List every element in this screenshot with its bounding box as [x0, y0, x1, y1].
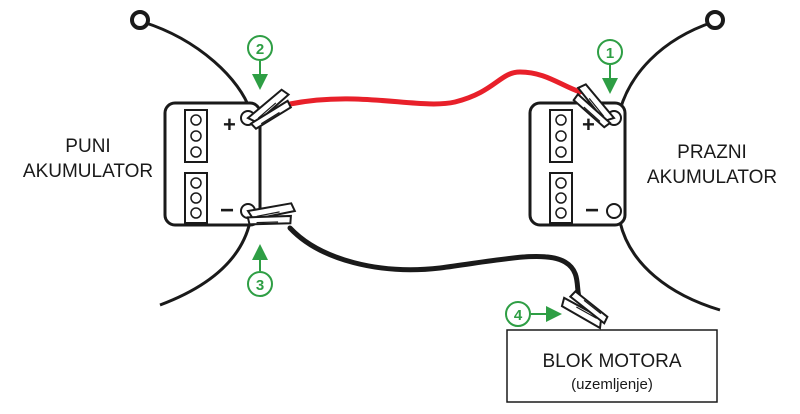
step-1-number: 1 — [606, 45, 614, 62]
full-battery: + − — [163, 101, 262, 227]
empty-battery-label-2: AKUMULATOR — [647, 167, 777, 188]
bottom-left-cable — [159, 221, 252, 307]
red-positive-cable — [287, 69, 583, 107]
empty-minus-sign: − — [585, 197, 599, 224]
black-negative-cable — [287, 225, 583, 303]
full-plus-sign: + — [223, 112, 236, 137]
step-4: 4 — [505, 301, 562, 327]
top-right-cable — [618, 20, 714, 111]
full-minus-sign: − — [220, 197, 234, 224]
bottom-right-cable — [618, 221, 721, 312]
empty-minus-terminal — [606, 203, 622, 219]
step-2: 2 — [247, 35, 273, 90]
step-2-number: 2 — [256, 41, 264, 58]
full-battery-label-2: AKUMULATOR — [23, 161, 153, 182]
step-3-number: 3 — [256, 277, 264, 294]
step-1: 1 — [597, 39, 623, 94]
empty-battery: + − — [528, 101, 627, 227]
engine-block-label: BLOK MOTORA — [542, 351, 681, 372]
decorative-cables — [142, 20, 721, 312]
step-4-number: 4 — [514, 307, 523, 324]
engine-block: BLOK MOTORA (uzemljenje) — [506, 329, 718, 403]
empty-plus-sign: + — [582, 112, 595, 137]
ring-terminal-right — [705, 10, 725, 30]
empty-battery-label-1: PRAZNI — [677, 142, 747, 163]
ring-terminal-left — [130, 10, 150, 30]
ground-label: (uzemljenje) — [571, 376, 653, 393]
full-battery-label-1: PUNI — [65, 136, 110, 157]
top-left-cable — [142, 20, 252, 111]
step-3: 3 — [247, 244, 273, 297]
